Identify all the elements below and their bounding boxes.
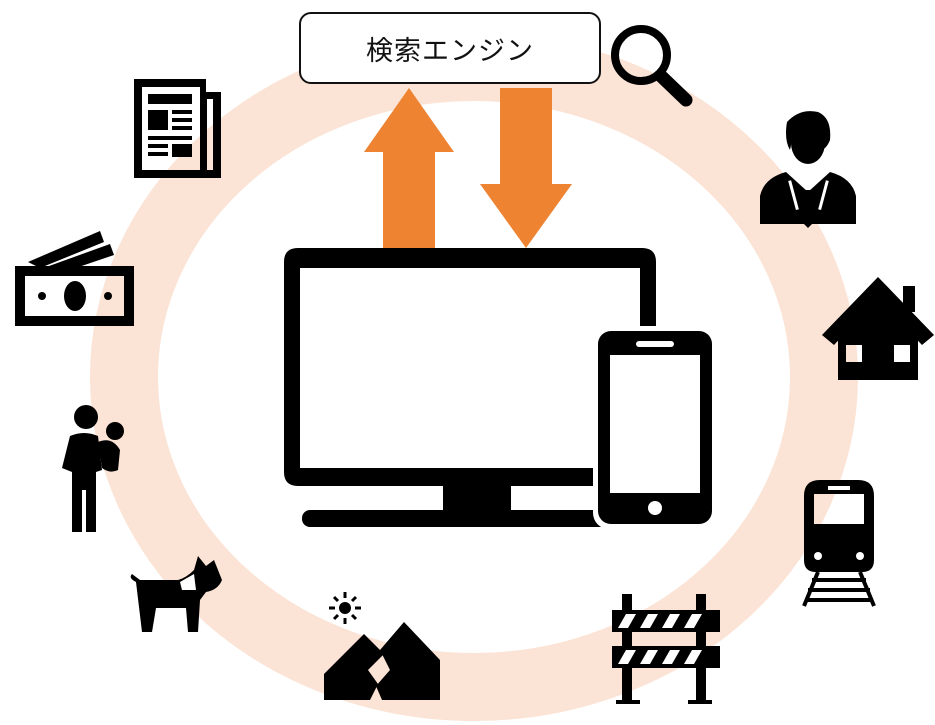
parent-with-child-icon bbox=[62, 405, 124, 532]
businessman-icon bbox=[760, 111, 856, 228]
train-icon bbox=[802, 480, 876, 607]
dog-icon bbox=[130, 556, 222, 632]
desktop-monitor-icon bbox=[284, 248, 656, 527]
money-icon bbox=[15, 231, 134, 326]
house-icon bbox=[822, 277, 934, 380]
search-icon bbox=[611, 25, 693, 107]
arrow-up-icon bbox=[364, 88, 454, 248]
earthquake-icon bbox=[324, 592, 440, 700]
search-engine-label: 検索エンジン bbox=[366, 35, 534, 67]
search-engine-box: 検索エンジン bbox=[299, 12, 601, 84]
smartphone-icon bbox=[593, 326, 717, 529]
background-ring bbox=[90, 33, 858, 721]
road-barrier-icon bbox=[612, 594, 720, 704]
newspaper-icon bbox=[134, 79, 221, 178]
arrow-down-icon bbox=[480, 88, 572, 248]
